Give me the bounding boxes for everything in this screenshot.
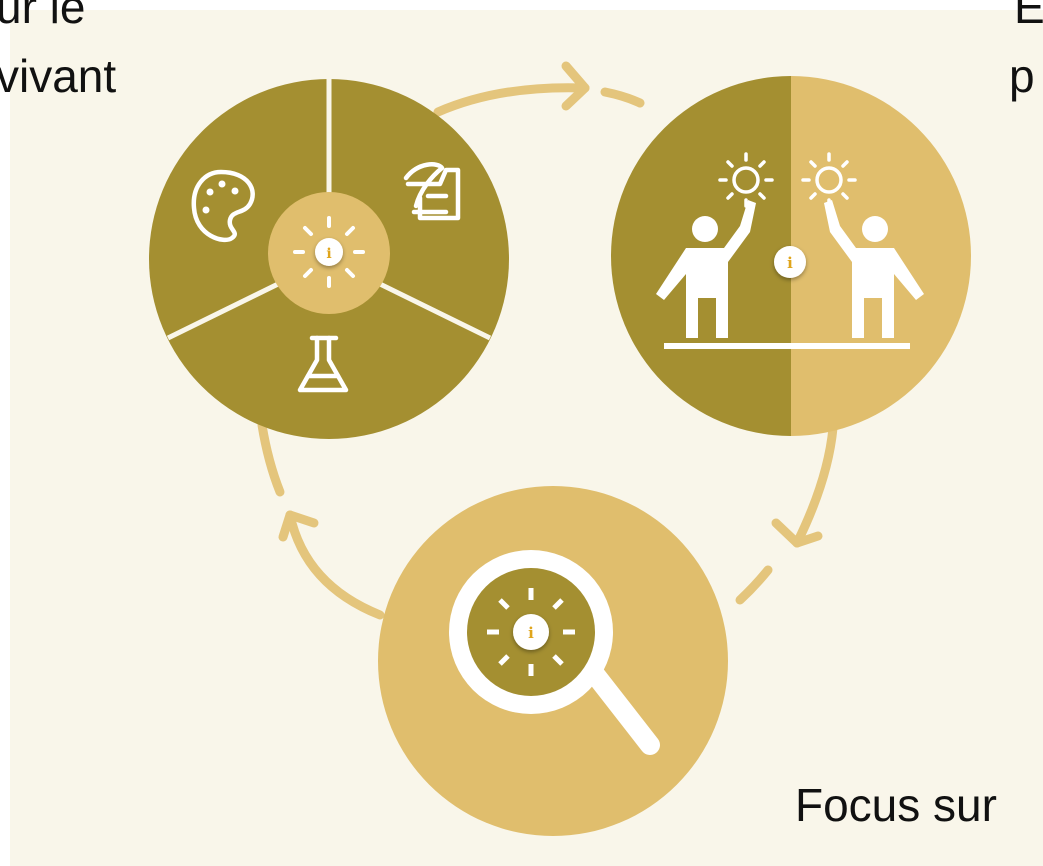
person-right-icon xyxy=(824,200,924,338)
flask-icon xyxy=(297,335,349,393)
arrow-left xyxy=(285,510,385,620)
sun-left-icon xyxy=(718,152,774,208)
bottom-circle: i xyxy=(378,486,728,836)
label-top-right-line2: p xyxy=(1009,50,1035,102)
info-glyph: i xyxy=(528,624,534,642)
left-circle: i xyxy=(149,75,509,439)
right-circle: i xyxy=(611,76,971,436)
arrow-left-tail xyxy=(257,420,285,497)
magnifier-handle xyxy=(580,658,660,755)
person-left-icon xyxy=(656,200,756,338)
info-glyph: i xyxy=(326,246,331,262)
info-glyph: i xyxy=(787,254,793,272)
label-top-right-line1: E xyxy=(1014,0,1043,33)
arrow-right-head xyxy=(771,518,823,548)
floor-line xyxy=(664,343,910,349)
cycle-arrows xyxy=(257,61,838,620)
arrow-top-tail xyxy=(600,87,645,108)
info-badge-icon: i xyxy=(774,246,806,278)
arrow-top-head xyxy=(561,61,590,111)
arrow-right-tail xyxy=(735,565,773,605)
palette-icon xyxy=(191,169,255,243)
arrow-right xyxy=(792,423,838,548)
quill-scroll-icon xyxy=(403,162,461,221)
label-bottom-right: Focus sur xyxy=(795,779,997,831)
arrow-top xyxy=(433,83,590,117)
lightbulb-info-icon xyxy=(293,216,365,288)
label-top-left-line2: vivant xyxy=(0,50,117,102)
sun-right-icon xyxy=(801,152,857,208)
lightbulb-info-icon xyxy=(487,588,575,676)
arrow-left-head xyxy=(278,510,319,542)
label-top-left-line1: ur le xyxy=(0,0,86,33)
